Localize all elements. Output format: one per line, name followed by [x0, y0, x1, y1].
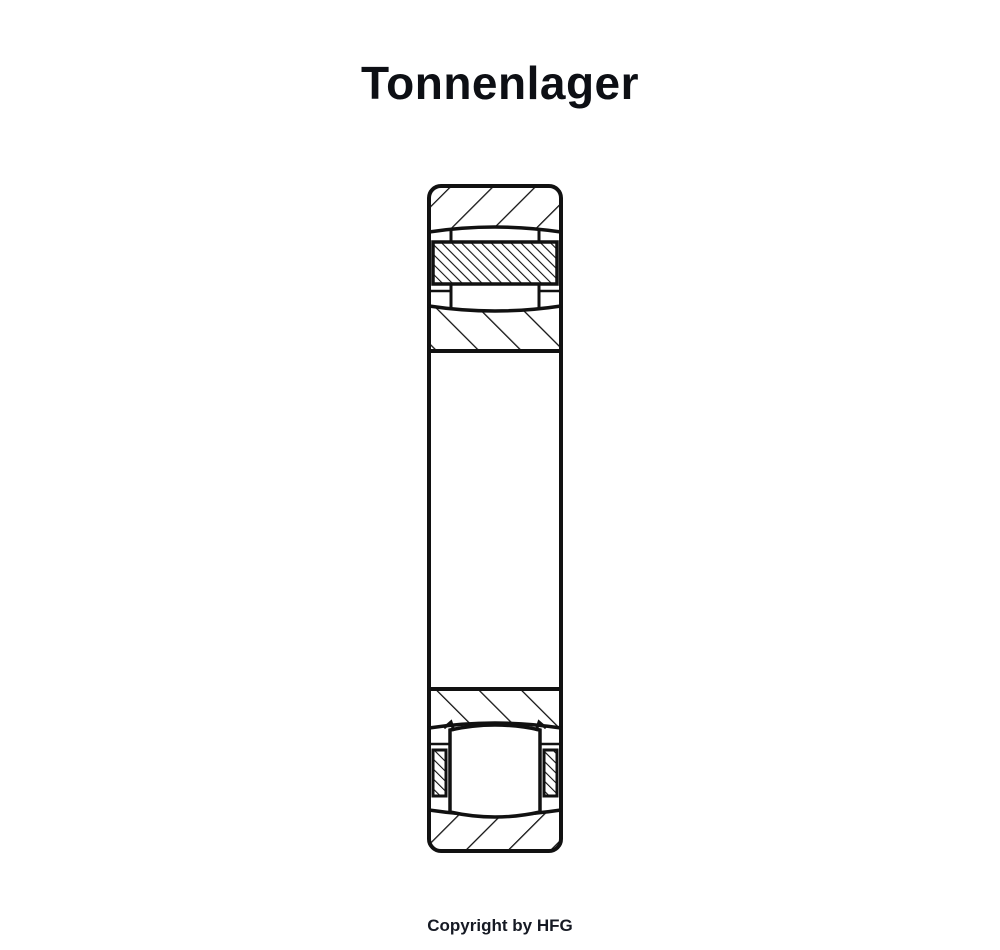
bottom-inner-ring	[429, 689, 561, 728]
top-outer-ring	[429, 186, 561, 232]
bottom-roller	[448, 723, 542, 819]
bottom-outer-ring	[429, 810, 561, 851]
copyright-notice: Copyright by HFG	[427, 916, 573, 935]
bearing-outline	[427, 184, 563, 853]
bottom-cage-right	[542, 748, 559, 798]
bottom-cage-left	[431, 748, 448, 798]
page-title: Tonnenlager	[360, 57, 640, 109]
top-inner-ring	[429, 306, 561, 351]
top-cage	[431, 240, 559, 286]
